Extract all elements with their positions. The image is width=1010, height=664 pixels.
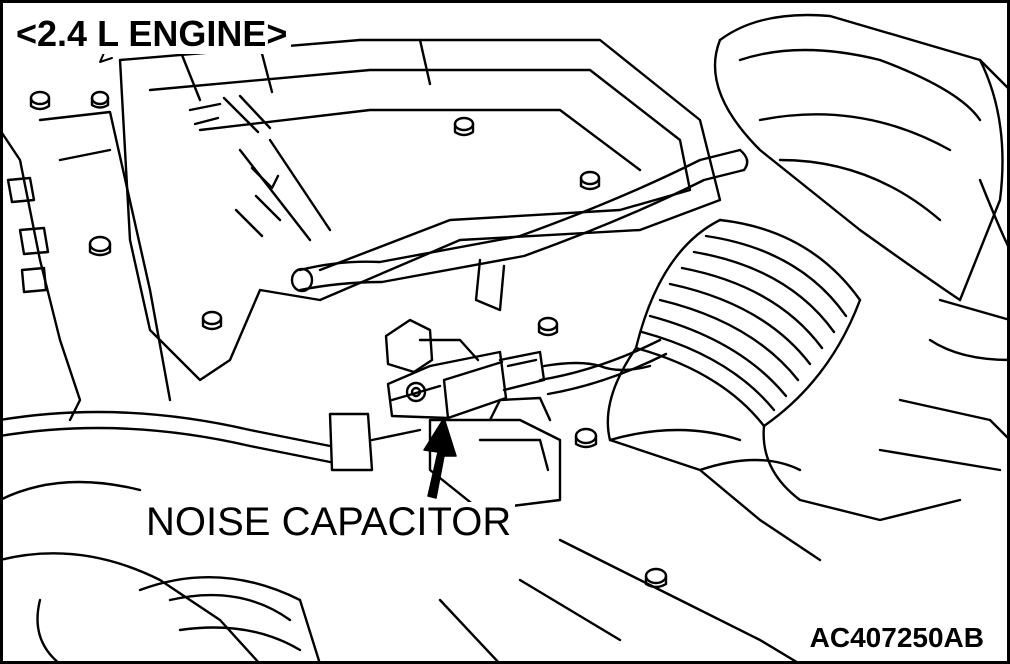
bolt-3 [88, 235, 112, 257]
bolt-7 [537, 316, 559, 337]
engine-variant-title: <2.4 L ENGINE> [12, 14, 292, 54]
wiring-harness [0, 338, 668, 472]
bolt-9 [574, 427, 598, 449]
pointer-arrow [423, 417, 457, 499]
air-intake-hose [606, 13, 1010, 562]
bolt-2 [90, 90, 110, 109]
manifold-bolts [29, 90, 668, 589]
bolt-5 [453, 116, 475, 137]
noise-capacitor-label: NOISE CAPACITOR [142, 502, 516, 542]
bolt-4 [201, 310, 223, 331]
left-bracket [0, 110, 172, 422]
right-components [438, 178, 1010, 664]
lower-left-parts [0, 480, 322, 664]
capacitor-bracket [384, 318, 562, 512]
figure-reference-code: AC407250AB [805, 622, 988, 654]
bolt-6 [579, 170, 601, 191]
intake-manifold-cover [95, 38, 722, 382]
noise-capacitor [386, 350, 652, 420]
bolt-1 [29, 90, 51, 111]
vacuum-hose [290, 148, 749, 312]
